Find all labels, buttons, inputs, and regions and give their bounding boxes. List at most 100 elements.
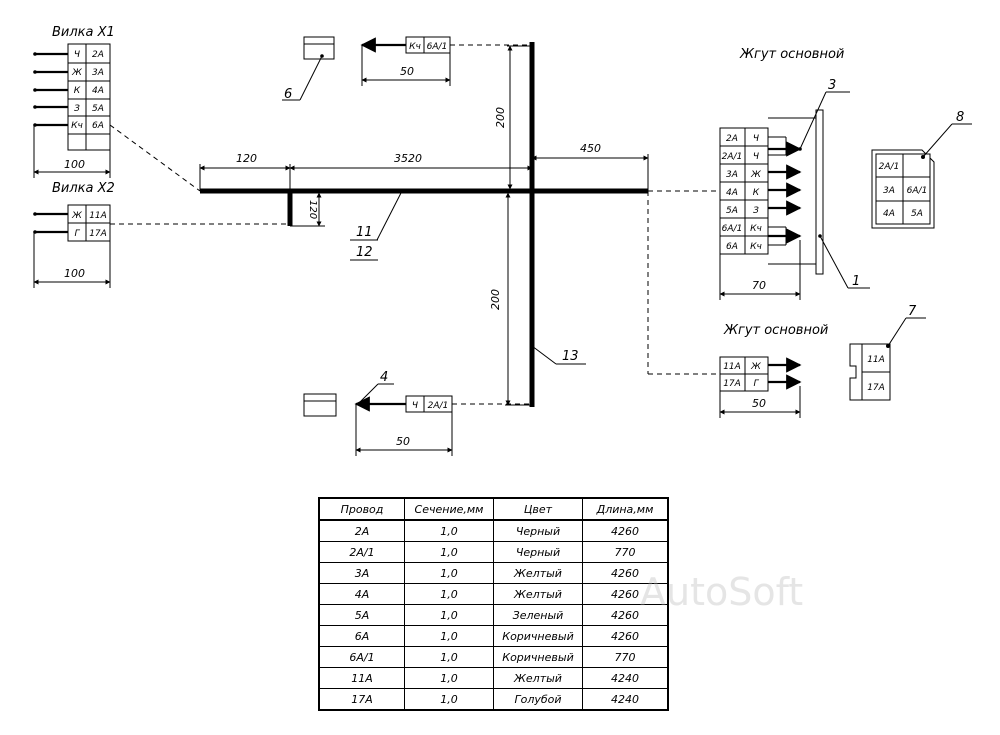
cell-wire: 2А — [318, 519, 405, 542]
plug-x2: Вилка Х2 Ж 11А Г 17А 100 — [33, 181, 115, 288]
c8-cell-1: 2А/1 — [879, 162, 900, 172]
rb-wire-5: 5А — [726, 206, 738, 216]
callout-6: 6 — [284, 87, 292, 102]
x2-wire-1: 11А — [89, 211, 107, 221]
cell-color: Желтый — [493, 562, 583, 584]
lr-wire-1: 11А — [723, 362, 741, 372]
cell-color: Желтый — [493, 667, 583, 689]
cell-section: 1,0 — [404, 519, 494, 542]
bottom-branch-tip: Ч 2А/1 50 — [354, 395, 532, 456]
top-tip-wire: 6А/1 — [427, 42, 448, 52]
rb-wire-7: 6А — [726, 242, 738, 252]
cell-section: 1,0 — [404, 583, 494, 605]
callout-13: 13 — [562, 349, 579, 364]
callout-11: 11 — [356, 225, 373, 240]
x1-color-4: З — [74, 104, 80, 114]
callouts-trunk: 11 12 13 — [350, 189, 586, 365]
header-color: Цвет — [493, 497, 583, 521]
top-branch-tip: Кч 6А/1 50 — [360, 36, 532, 86]
callout-3: 3 — [828, 78, 836, 93]
x1-color-2: Ж — [71, 68, 82, 78]
dim-lower-right: 50 — [752, 397, 766, 410]
callout-8: 8 — [956, 110, 964, 125]
cell-section: 1,0 — [404, 667, 494, 689]
header-wire: Провод — [318, 497, 405, 521]
lamp-6: 6 — [282, 36, 335, 102]
lr-wire-2: 17А — [723, 379, 741, 389]
top-tip-color: Кч — [409, 42, 421, 52]
main-harness-title-top: Жгут основной — [739, 47, 844, 62]
bottom-tip-wire: 2А/1 — [428, 401, 449, 411]
main-harness-block-lower: Жгут основной 11А Ж 17А Г 50 — [719, 323, 828, 418]
x1-color-1: Ч — [74, 50, 80, 60]
c7-cell-2: 17А — [867, 383, 885, 393]
cell-section: 1,0 — [404, 604, 494, 626]
cell-section: 1,0 — [404, 541, 494, 563]
cell-length: 4260 — [582, 583, 669, 605]
x2-color-2: Г — [74, 229, 80, 239]
rb-wire-6: 6А/1 — [722, 224, 743, 234]
cell-color: Коричневый — [493, 625, 583, 647]
table-header-row: Провод Сечение,мм Цвет Длина,мм — [318, 497, 669, 521]
cell-wire: 6А — [318, 625, 405, 647]
cell-length: 4240 — [582, 688, 669, 711]
dim-down-stub: 120 — [307, 200, 318, 219]
cell-length: 770 — [582, 646, 669, 668]
x2-wire-2: 17А — [89, 229, 107, 239]
header-section: Сечение,мм — [404, 497, 494, 521]
rb-wire-3: 3А — [726, 170, 738, 180]
c7-cell-1: 11А — [867, 355, 885, 365]
rb-color-7: Кч — [750, 242, 762, 252]
connector-8: 2А/1 3А 6А/1 4А 5А 8 — [871, 110, 972, 229]
dim-bottom-tip: 50 — [396, 435, 410, 448]
cell-color: Черный — [493, 541, 583, 563]
x1-cell-text: Ч 2А Ж 3А К 4А З 5А Кч 6А — [71, 50, 104, 131]
rb-color-2: Ч — [753, 152, 759, 162]
lr-color-1: Ж — [750, 362, 761, 372]
cell-length: 4260 — [582, 519, 669, 542]
dim-bottom-branch: 200 — [489, 289, 502, 310]
x1-wire-4: 5А — [92, 104, 104, 114]
rb-color-3: Ж — [750, 170, 761, 180]
cell-wire: 2А/1 — [318, 541, 405, 563]
dim-top-tip: 50 — [400, 65, 414, 78]
cell-wire: 3А — [318, 562, 405, 584]
rb-wire-1: 2А — [726, 134, 738, 144]
cell-length: 4260 — [582, 562, 669, 584]
callout-4: 4 — [380, 370, 388, 385]
main-harness-title-bottom: Жгут основной — [723, 323, 828, 338]
x1-wire-5: 6А — [92, 121, 104, 131]
cell-wire: 5А — [318, 604, 405, 626]
dim-right-block: 70 — [752, 279, 766, 292]
cell-length: 4260 — [582, 604, 669, 626]
callout-1: 1 — [852, 274, 860, 289]
plug-x2-title: Вилка Х2 — [52, 181, 115, 196]
cell-length: 4260 — [582, 625, 669, 647]
rb-wire-4: 4А — [726, 188, 738, 198]
rb-color-6: Кч — [750, 224, 762, 234]
c8-cell-2: 3А — [883, 186, 895, 196]
dim-top-branch: 200 — [494, 107, 507, 128]
bottom-tip-color: Ч — [412, 401, 418, 411]
x2-color-1: Ж — [71, 211, 82, 221]
header-length: Длина,мм — [582, 497, 669, 521]
x1-color-5: Кч — [71, 121, 83, 131]
dim-trunk: 3520 — [394, 152, 422, 165]
cell-wire: 17А — [318, 688, 405, 711]
cell-length: 4240 — [582, 667, 669, 689]
connector-7: 11А 17А 7 — [849, 304, 926, 401]
cell-section: 1,0 — [404, 625, 494, 647]
cell-section: 1,0 — [404, 646, 494, 668]
rb-color-1: Ч — [753, 134, 759, 144]
dim-x1-width: 100 — [64, 158, 85, 171]
dim-left-stub: 120 — [236, 152, 257, 165]
cell-wire: 11А — [318, 667, 405, 689]
